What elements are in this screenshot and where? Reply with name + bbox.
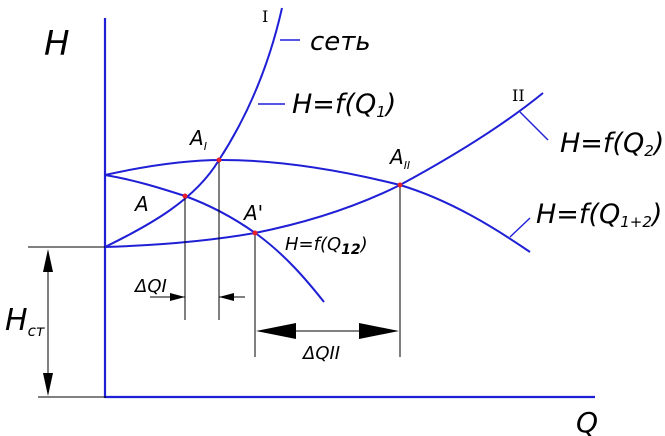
combined-label: H=f(Q1+2): [536, 199, 662, 231]
static-head-label: Hст: [5, 303, 46, 340]
leader-pump2: [519, 111, 549, 141]
dq2-label: ΔQII: [301, 343, 340, 364]
leader-combined: [509, 217, 531, 238]
pump2-roman-label: II: [512, 86, 525, 105]
dq1-label: ΔQI: [133, 276, 167, 297]
static-head-arrow-top: [43, 249, 53, 272]
point-a2-label: AII: [388, 145, 410, 172]
combined-curve: [104, 158, 531, 253]
network-label: сеть: [310, 27, 371, 57]
point-a: [182, 193, 188, 199]
pump1-label: H=f(Q1): [292, 89, 396, 121]
dq1-arrow-right: [219, 293, 234, 301]
static-head-arrow-bottom: [43, 373, 53, 396]
combined-inner-label: H=f(Q12): [285, 234, 368, 258]
point-a-prime-label: A': [242, 201, 263, 225]
pump2-label: H=f(Q2): [560, 128, 664, 160]
x-axis-label: Q: [576, 406, 598, 436]
y-axis-label: H: [44, 24, 70, 64]
point-a2: [397, 182, 403, 188]
pump1-curve: [104, 174, 325, 303]
network-roman-label: I: [262, 7, 268, 26]
pump2-curve: [104, 92, 544, 248]
dq1-arrow-left: [170, 293, 185, 301]
point-a1-label: AI: [188, 126, 207, 153]
dq2-arrow-right: [359, 323, 399, 339]
point-a-label: A: [133, 192, 149, 216]
dq2-arrow-left: [256, 323, 296, 339]
point-a1: [216, 157, 222, 163]
point-a-prime: [252, 230, 258, 236]
